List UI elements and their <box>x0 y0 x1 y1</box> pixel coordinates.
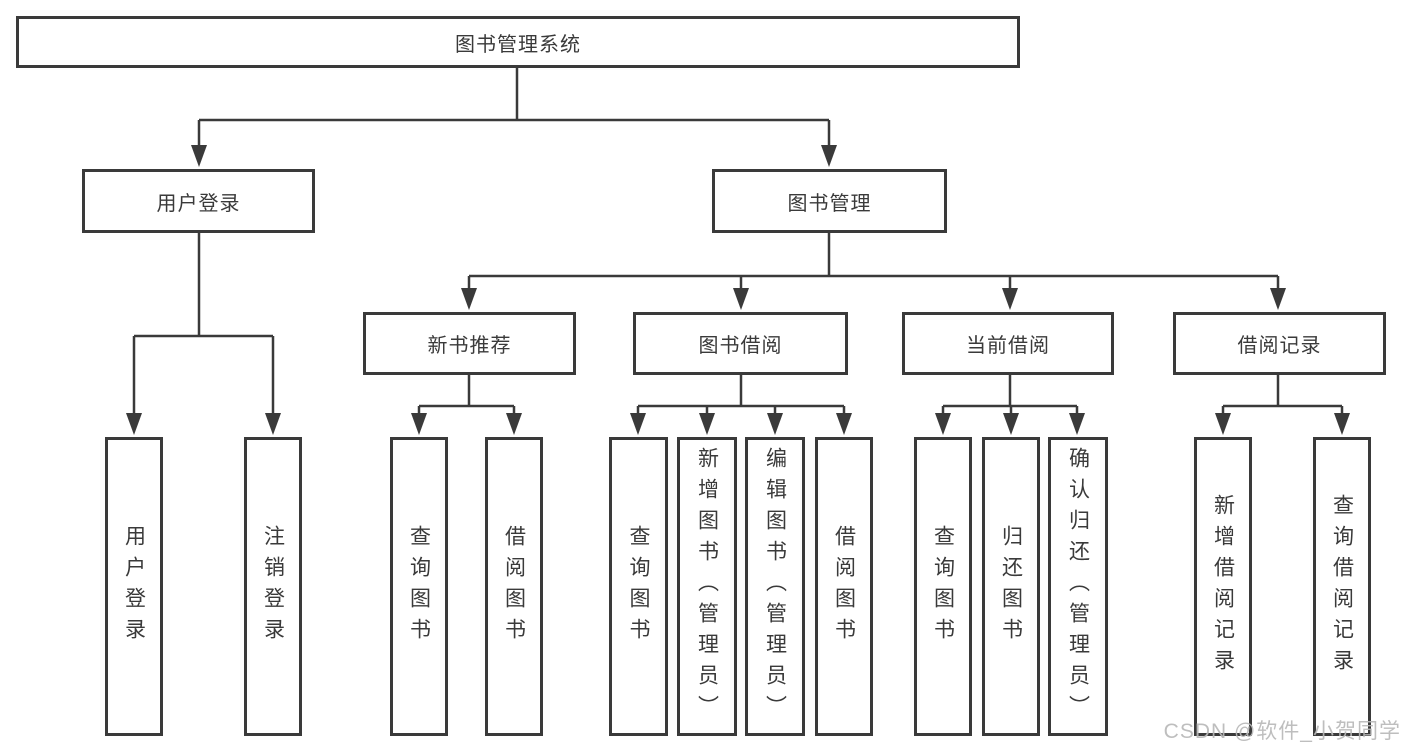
node-borrow-record: 借阅记录 <box>1173 312 1386 375</box>
leaf-label: 借阅图书 <box>832 524 856 649</box>
node-book-borrow: 图书借阅 <box>633 312 848 375</box>
leaf-label: 归还图书 <box>999 524 1023 649</box>
leaf-label: 确认归还（管理员） <box>1066 447 1090 726</box>
leaf-logout: 注销登录 <box>244 437 302 736</box>
leaf-label: 编辑图书（管理员） <box>763 447 787 726</box>
node-new-book-recommend: 新书推荐 <box>363 312 576 375</box>
leaf-return-book: 归还图书 <box>982 437 1040 736</box>
leaf-query-books-recommend: 查询图书 <box>390 437 448 736</box>
leaf-label: 查询图书 <box>931 524 955 649</box>
leaf-query-borrow-record: 查询借阅记录 <box>1313 437 1371 736</box>
leaf-label: 查询图书 <box>407 524 431 649</box>
leaf-query-books-borrow: 查询图书 <box>609 437 668 736</box>
leaf-label: 新增借阅记录 <box>1211 493 1235 680</box>
node-library-management-system: 图书管理系统 <box>16 16 1020 68</box>
leaf-label: 借阅图书 <box>502 524 526 649</box>
leaf-edit-book-admin: 编辑图书（管理员） <box>745 437 805 736</box>
leaf-borrow-books-recommend: 借阅图书 <box>485 437 543 736</box>
leaf-label: 查询借阅记录 <box>1330 493 1354 680</box>
leaf-query-books-current: 查询图书 <box>914 437 972 736</box>
node-user-login: 用户登录 <box>82 169 315 233</box>
node-current-borrow: 当前借阅 <box>902 312 1114 375</box>
leaf-label: 用户登录 <box>122 524 146 649</box>
leaf-label: 查询图书 <box>627 524 650 649</box>
leaf-user-login: 用户登录 <box>105 437 163 736</box>
leaf-confirm-return-admin: 确认归还（管理员） <box>1048 437 1108 736</box>
leaf-label: 注销登录 <box>261 524 285 649</box>
leaf-add-book-admin: 新增图书（管理员） <box>677 437 737 736</box>
watermark: CSDN @软件_小贺同学 <box>1163 720 1401 743</box>
leaf-borrow-books: 借阅图书 <box>815 437 873 736</box>
leaf-label: 新增图书（管理员） <box>695 447 719 726</box>
leaf-add-borrow-record: 新增借阅记录 <box>1194 437 1252 736</box>
node-book-management: 图书管理 <box>712 169 947 233</box>
